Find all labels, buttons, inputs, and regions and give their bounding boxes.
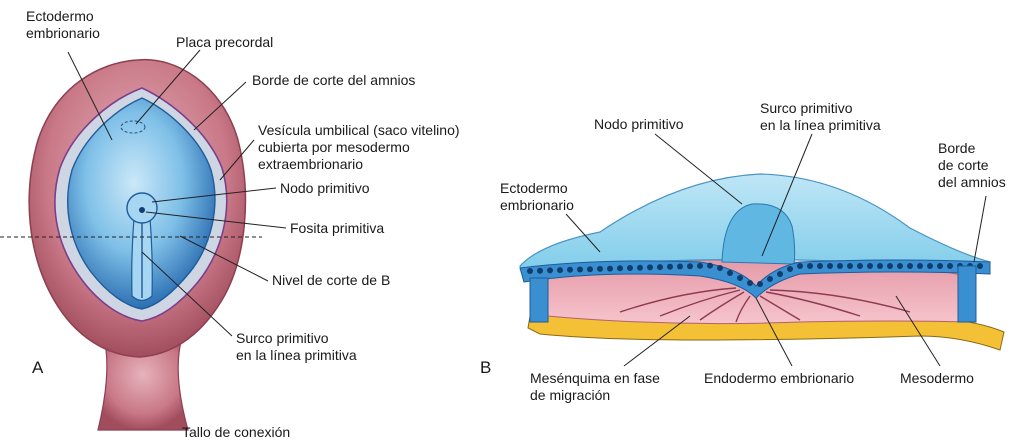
cell-nucleus	[867, 263, 873, 269]
cell-nucleus	[667, 264, 673, 270]
cell-nucleus	[777, 271, 783, 277]
cell-nucleus	[817, 263, 823, 269]
label-tallo-conexion: Tallo de conexión	[182, 424, 290, 441]
cell-nucleus	[977, 263, 983, 269]
cell-nucleus	[647, 264, 653, 270]
cell-nucleus	[897, 263, 903, 269]
cell-nucleus	[617, 265, 623, 271]
panel-letter-b: B	[480, 358, 491, 378]
cell-nucleus	[947, 263, 953, 269]
cell-nucleus	[787, 266, 793, 272]
label-nodo-primitivo-a: Nodo primitivo	[280, 180, 369, 197]
panel-b-drawing	[520, 134, 1004, 366]
left-wall	[530, 278, 548, 322]
cell-nucleus	[537, 268, 543, 274]
label-borde-corte-amnios-a: Borde de corte del amnios	[252, 72, 415, 89]
label-borde-corte-amnios-b: Borde de corte del amnios	[938, 140, 1006, 191]
cell-nucleus	[717, 265, 723, 271]
label-nivel-corte-b: Nivel de corte de B	[272, 272, 390, 289]
cell-nucleus	[917, 263, 923, 269]
cell-nucleus	[857, 263, 863, 269]
label-ectodermo-embrionario-b: Ectodermo embrionario	[500, 180, 574, 214]
cell-nucleus	[627, 265, 633, 271]
label-endodermo-embrionario: Endodermo embrionario	[704, 370, 854, 387]
cell-nucleus	[767, 276, 773, 282]
label-mesodermo: Mesodermo	[900, 370, 974, 387]
cell-nucleus	[887, 263, 893, 269]
cell-nucleus	[707, 263, 713, 269]
label-vesicula-umbilical: Vesícula umbilical (saco vitelino) cubie…	[258, 122, 460, 173]
cell-nucleus	[597, 266, 603, 272]
cell-nucleus	[807, 263, 813, 269]
cell-nucleus	[677, 264, 683, 270]
cell-nucleus	[937, 263, 943, 269]
cell-nucleus	[847, 263, 853, 269]
label-nodo-primitivo-b: Nodo primitivo	[594, 116, 683, 133]
cell-nucleus	[557, 267, 563, 273]
label-placa-precordal: Placa precordal	[176, 34, 273, 51]
cell-nucleus	[727, 270, 733, 276]
cell-nucleus	[737, 275, 743, 281]
cell-nucleus	[797, 263, 803, 269]
cell-nucleus	[687, 263, 693, 269]
cell-nucleus	[697, 263, 703, 269]
label-surco-primitivo-a: Surco primitivo en la línea primitiva	[236, 330, 357, 364]
cell-nucleus	[657, 264, 663, 270]
cell-nucleus	[827, 263, 833, 269]
cell-nucleus	[927, 263, 933, 269]
primitive-pit	[139, 207, 145, 213]
label-surco-primitivo-b: Surco primitivo en la línea primitiva	[760, 100, 881, 134]
cell-nucleus	[637, 265, 643, 271]
panel-letter-a: A	[32, 358, 43, 378]
right-wall	[958, 266, 976, 322]
cell-nucleus	[527, 268, 533, 274]
cell-nucleus	[567, 267, 573, 273]
cell-nucleus	[607, 266, 613, 272]
cell-nucleus	[877, 263, 883, 269]
label-ectodermo-embrionario-a: Ectodermo embrionario	[26, 8, 100, 42]
label-fosita-primitiva: Fosita primitiva	[290, 220, 384, 237]
cell-nucleus	[577, 267, 583, 273]
cell-nucleus	[757, 281, 763, 287]
cell-nucleus	[547, 267, 553, 273]
cell-nucleus	[747, 280, 753, 286]
cell-nucleus	[587, 266, 593, 272]
cell-nucleus	[907, 263, 913, 269]
cell-nucleus	[837, 263, 843, 269]
label-mesenquima-migracion: Mesénquima en fase de migración	[530, 370, 660, 404]
